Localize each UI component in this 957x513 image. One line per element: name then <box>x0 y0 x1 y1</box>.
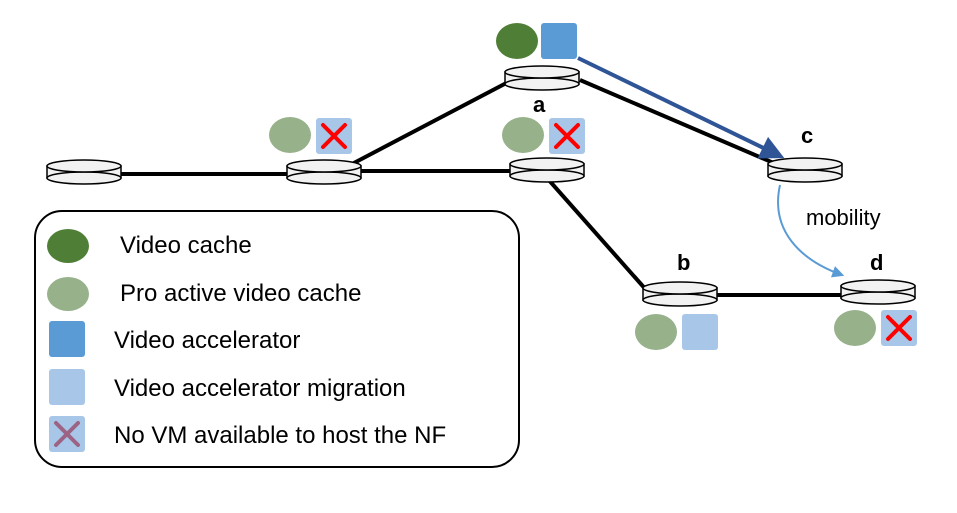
router-top <box>504 65 580 91</box>
video-accelerator-symbol <box>541 23 577 59</box>
accelerator-migration-symbol <box>682 314 718 350</box>
mobility-arrow <box>777 184 845 278</box>
proactive-cache-symbol <box>635 314 677 350</box>
video-cache-icon <box>47 229 89 263</box>
proactive-cache-symbol <box>502 117 544 153</box>
legend-item-accelerator: Video accelerator <box>36 321 516 361</box>
legend-item-accelerator-migration: Video accelerator migration <box>36 369 516 409</box>
cross-icon <box>886 315 912 341</box>
routers <box>46 65 916 307</box>
nf-top <box>496 23 577 59</box>
nf-a <box>502 117 585 154</box>
cross-icon <box>54 421 80 447</box>
router-d <box>840 279 916 305</box>
proactive-cache-icon <box>47 277 89 311</box>
legend-label: No VM available to host the NF <box>114 422 447 449</box>
node-label-d: d <box>870 250 883 275</box>
video-accelerator-icon <box>49 321 85 357</box>
proactive-cache-symbol <box>269 117 311 153</box>
cross-icon <box>554 123 580 149</box>
link-top-c <box>579 78 777 166</box>
legend-label: Video accelerator <box>114 327 301 354</box>
legend-label: Video accelerator migration <box>114 375 406 402</box>
router-mid <box>286 159 362 185</box>
video-cache-symbol <box>496 23 538 59</box>
nf-d <box>834 310 917 346</box>
router-b <box>642 281 718 307</box>
legend-label: Video cache <box>120 232 252 259</box>
node-label-c: c <box>801 123 813 148</box>
link-a-b <box>545 176 650 294</box>
legend-item-proactive-cache: Pro active video cache <box>36 274 516 314</box>
accelerator-migration-icon <box>49 369 85 405</box>
nf-b <box>635 314 718 350</box>
legend: Video cache Pro active video cache Video… <box>34 210 520 468</box>
no-vm-icon <box>49 416 85 452</box>
legend-label: Pro active video cache <box>120 280 362 307</box>
node-label-a: a <box>533 92 546 117</box>
flow-arrow <box>577 56 785 159</box>
router-c <box>767 157 843 183</box>
node-label-b: b <box>677 250 690 275</box>
router-a <box>509 157 585 183</box>
mobility-label: mobility <box>806 205 881 230</box>
legend-item-no-vm: No VM available to host the NF <box>36 416 516 456</box>
legend-item-video-cache: Video cache <box>36 226 516 266</box>
link-mid-top <box>351 78 513 166</box>
proactive-cache-symbol <box>834 310 876 346</box>
nf-mid <box>269 117 352 154</box>
router-left <box>46 159 122 185</box>
cross-icon <box>321 123 347 149</box>
